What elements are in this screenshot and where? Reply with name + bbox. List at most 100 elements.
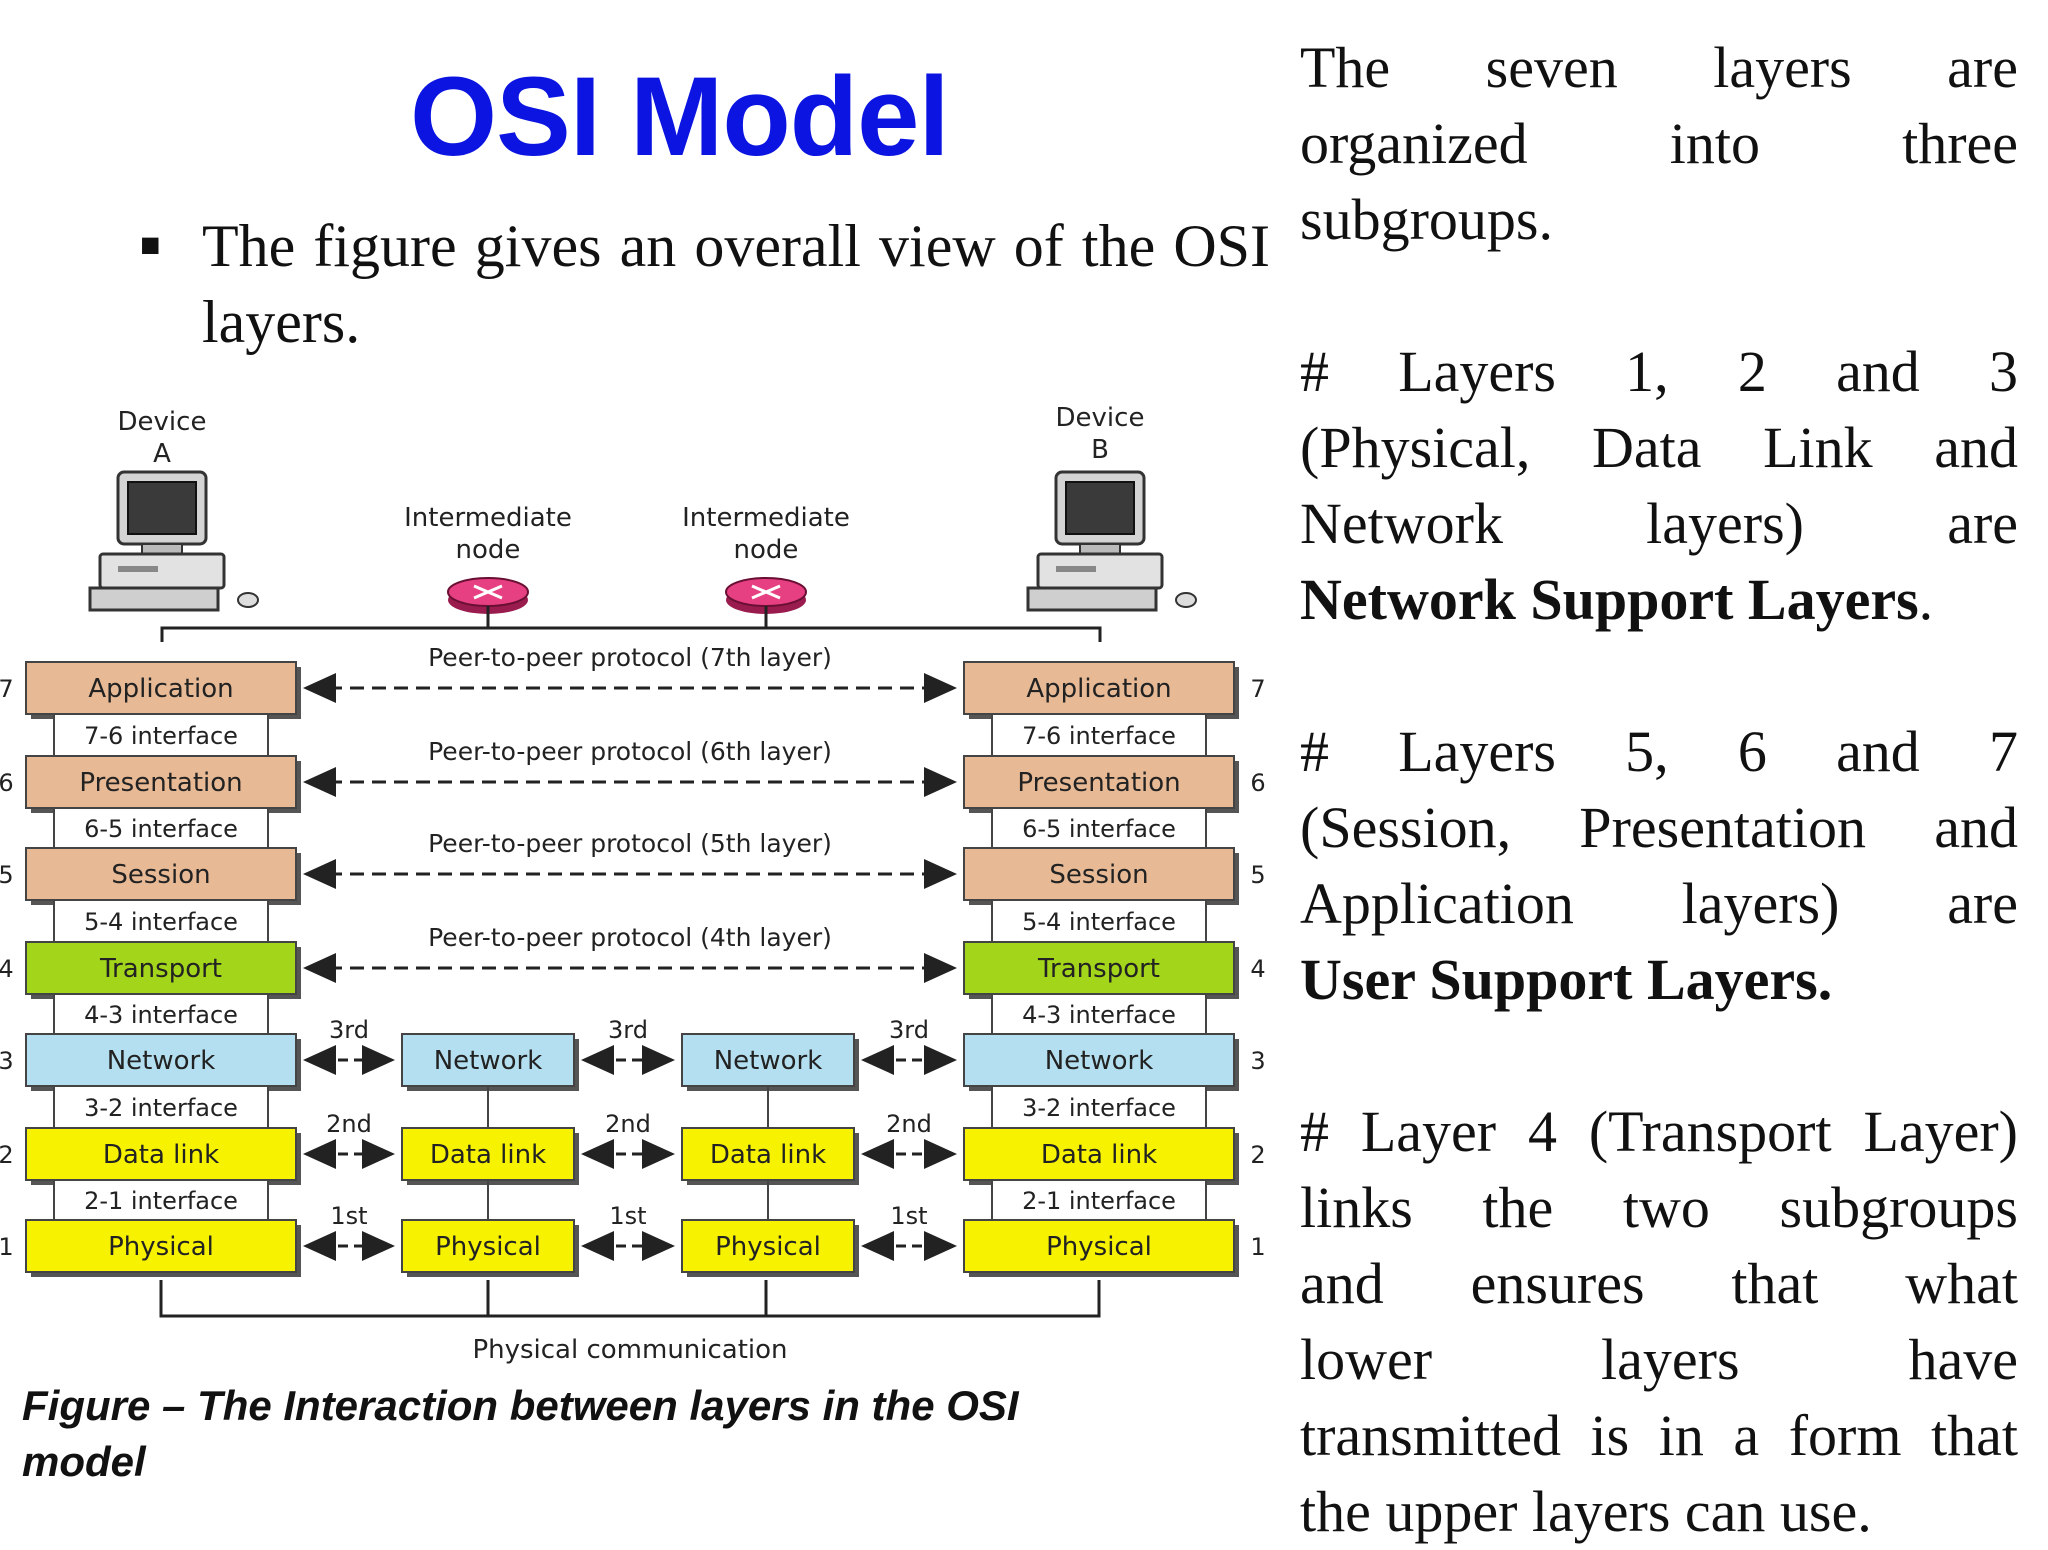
node-1-router-cross <box>473 584 503 600</box>
device-b-label: Device <box>1056 403 1145 433</box>
device-a-layer-num-4: 4 <box>0 955 14 983</box>
device-b-interface-2 <box>991 807 1207 849</box>
device-b-layer-2-label: Data link <box>1041 1140 1157 1170</box>
device-b-interface-label-6: 2-1 interface <box>1022 1187 1176 1215</box>
device-a-mouse <box>237 592 259 608</box>
device-a-interface-4 <box>53 993 269 1035</box>
p1-line-4: Network Support Layers. <box>1300 562 2018 638</box>
node-2-layer-3-box <box>681 1033 855 1087</box>
osi-figure: DeviceADeviceBIntermediatenodeIntermedia… <box>0 403 1266 1365</box>
node-1-layer-3-box <box>401 1033 575 1087</box>
peer-protocol-label-7: Peer-to-peer protocol (7th layer) <box>428 643 832 672</box>
device-a-interface-label-4: 4-3 interface <box>84 1001 238 1029</box>
device-b-layer-num-2: 2 <box>1250 1141 1265 1169</box>
device-a-layer-num-7: 7 <box>0 675 14 703</box>
bullet-square-icon: ■ <box>140 227 161 264</box>
p3-line-5: transmitted is in a form that <box>1300 1403 2018 1468</box>
network-line <box>160 626 1102 642</box>
device-a-keyboard <box>88 586 220 612</box>
device-a-layer-3-label: Network <box>107 1046 216 1076</box>
device-b-interface-6 <box>991 1179 1207 1221</box>
device-b-layer-4-label: Transport <box>1037 954 1160 984</box>
p1-line-1: # Layers 1, 2 and 3 <box>1300 339 2018 404</box>
device-b-keyboard <box>1026 586 1158 612</box>
bullet-point: ■ The figure gives an overall view of th… <box>130 208 1270 360</box>
node-1-layer-2-label: Data link <box>430 1140 546 1170</box>
network-support-label: Network Support Layers <box>1300 567 1919 632</box>
device-a-layer-6-label: Presentation <box>79 768 242 798</box>
node-2-layer-2-box <box>681 1127 855 1181</box>
device-b-drive <box>1056 566 1096 572</box>
device-a-layer-num-2: 2 <box>0 1141 14 1169</box>
device-a-layer-4-label: Transport <box>99 954 222 984</box>
device-b-interface-4 <box>991 993 1207 1035</box>
device-b-layer-7-label: Application <box>1026 674 1171 704</box>
intro-line-1: The seven layers are <box>1300 35 2018 100</box>
device-a-screen <box>127 481 197 535</box>
right-text-column: The seven layers are organized into thre… <box>1300 30 2018 1550</box>
device-b-layer-num-6: 6 <box>1250 769 1265 797</box>
device-a-interface-label-1: 7-6 interface <box>84 722 238 750</box>
device-b-layer-2-box <box>963 1127 1235 1181</box>
device-b-layer-num-4: 4 <box>1250 955 1265 983</box>
p2-line-2: (Session, Presentation and <box>1300 795 2018 860</box>
hop-label-3-2: 3rd <box>608 1016 648 1044</box>
peer-protocol-label-5: Peer-to-peer protocol (5th layer) <box>428 829 832 858</box>
slide-title: OSI Model <box>410 54 950 179</box>
device-b-layer-num-7: 7 <box>1250 675 1265 703</box>
device-b-layer-num-1: 1 <box>1250 1233 1265 1261</box>
device-a-layer-7-label: Application <box>88 674 233 704</box>
node-2-label: Intermediate <box>682 503 850 533</box>
device-a-layer-2-label: Data link <box>103 1140 219 1170</box>
device-b-layer-num-3: 3 <box>1250 1047 1265 1075</box>
device-a-layer-num-5: 5 <box>0 861 14 889</box>
node-2-layer-3-label: Network <box>714 1046 823 1076</box>
hop-label-2-1: 2nd <box>326 1110 372 1138</box>
device-a-layer-5-box <box>25 847 297 901</box>
device-b-layer-6-label: Presentation <box>1017 768 1180 798</box>
device-b-layer-1-box <box>963 1219 1235 1273</box>
p2-line-3: Application layers) are <box>1300 871 2018 936</box>
device-a-interface-3 <box>53 899 269 943</box>
node-1-layer-2-box <box>401 1127 575 1181</box>
node-1-layer-3-label: Network <box>434 1046 543 1076</box>
p3-line-3: and ensures that what <box>1300 1251 2018 1316</box>
device-a-label: Device <box>118 407 207 437</box>
figure-caption: Figure – The Interaction between layers … <box>22 1382 1019 1485</box>
device-a-layer-num-1: 1 <box>0 1233 14 1261</box>
device-a-drive <box>118 566 158 572</box>
device-a-interface-2 <box>53 807 269 849</box>
node-1-layer-1-box <box>401 1219 575 1273</box>
device-a-letter: A <box>153 439 171 469</box>
device-b-interface-label-1: 7-6 interface <box>1022 722 1176 750</box>
device-a-interface-label-3: 5-4 interface <box>84 908 238 936</box>
device-a-interface-label-5: 3-2 interface <box>84 1094 238 1122</box>
p1-line-2: (Physical, Data Link and <box>1300 415 2018 480</box>
device-a-layer-num-3: 3 <box>0 1047 14 1075</box>
node-2-layer-2-label: Data link <box>710 1140 826 1170</box>
hop-label-1-1: 1st <box>330 1202 367 1230</box>
p3-line-1: # Layer 4 (Transport Layer) <box>1300 1099 2018 1164</box>
device-b-layer-num-5: 5 <box>1250 861 1265 889</box>
hop-label-2-2: 2nd <box>605 1110 651 1138</box>
node-2-layer-1-label: Physical <box>715 1232 821 1262</box>
device-a-layer-4-box <box>25 941 297 995</box>
node-1-layer-1-label: Physical <box>435 1232 541 1262</box>
device-a-interface-5 <box>53 1085 269 1129</box>
node-2-sublabel: node <box>734 535 799 565</box>
p1-line-3: Network layers) are <box>1300 491 2018 556</box>
device-a-interface-6 <box>53 1179 269 1221</box>
device-a-interface-label-2: 6-5 interface <box>84 815 238 843</box>
device-b-interface-label-4: 4-3 interface <box>1022 1001 1176 1029</box>
device-b-interface-label-5: 3-2 interface <box>1022 1094 1176 1122</box>
hop-label-3-1: 3rd <box>329 1016 369 1044</box>
physical-communication-label: Physical communication <box>472 1335 787 1365</box>
p1-period: . <box>1918 567 1934 632</box>
peer-protocol-label-6: Peer-to-peer protocol (6th layer) <box>428 737 832 766</box>
hop-label-2-3: 2nd <box>886 1110 932 1138</box>
device-b-mouse <box>1175 592 1197 608</box>
node-1-sublabel: node <box>456 535 521 565</box>
device-a-layer-1-box <box>25 1219 297 1273</box>
device-a-interface-label-6: 2-1 interface <box>84 1187 238 1215</box>
device-b-interface-1 <box>991 713 1207 757</box>
